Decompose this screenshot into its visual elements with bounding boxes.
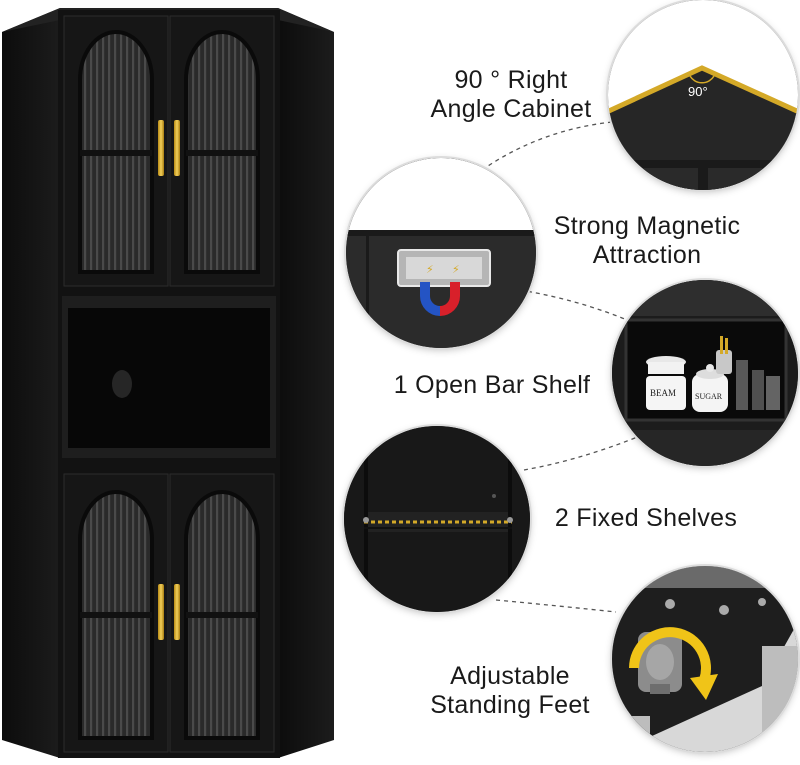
angle-detail-image: 90° [608, 0, 798, 190]
svg-text:⚡: ⚡ [452, 263, 460, 276]
feature-label-angle: 90 ° Right Angle Cabinet [416, 66, 606, 124]
feature-label-line: 90 ° Right [454, 66, 568, 94]
feature-label-line: Strong Magnetic [553, 212, 741, 240]
magnet-icon [420, 282, 460, 316]
feature-label-fixed-shelves: 2 Fixed Shelves [544, 504, 748, 533]
feature-label-line: Adjustable [450, 662, 570, 690]
handle-icon [158, 120, 164, 176]
feature-label-magnet: Strong Magnetic Attraction [540, 212, 754, 270]
angle-badge: 90° [688, 84, 708, 99]
feet-detail-image [612, 566, 798, 752]
handle-icon [174, 584, 180, 640]
jar-text: SUGAR [695, 392, 723, 401]
handle-icon [158, 584, 164, 640]
svg-text:⚡: ⚡ [426, 263, 434, 276]
feature-label-line: 2 Fixed Shelves [554, 504, 738, 532]
feature-label-line: Standing Feet [430, 691, 590, 719]
feature-label-open-shelf: 1 Open Bar Shelf [382, 371, 602, 400]
feature-label-line: 1 Open Bar Shelf [393, 371, 591, 399]
open-shelf-detail-image: BEAM SUGAR [612, 280, 798, 466]
feature-label-line: Attraction [592, 241, 702, 269]
cabinet-image [0, 0, 340, 765]
rotate-arrow-icon [629, 627, 718, 700]
feature-label-line: Angle Cabinet [430, 95, 592, 123]
fixed-shelves-detail-image [344, 426, 530, 612]
magnet-detail-image: ⚡ ⚡ [346, 158, 536, 348]
handle-icon [174, 120, 180, 176]
feature-label-feet: Adjustable Standing Feet [412, 662, 608, 720]
jar-text: BEAM [650, 388, 677, 398]
